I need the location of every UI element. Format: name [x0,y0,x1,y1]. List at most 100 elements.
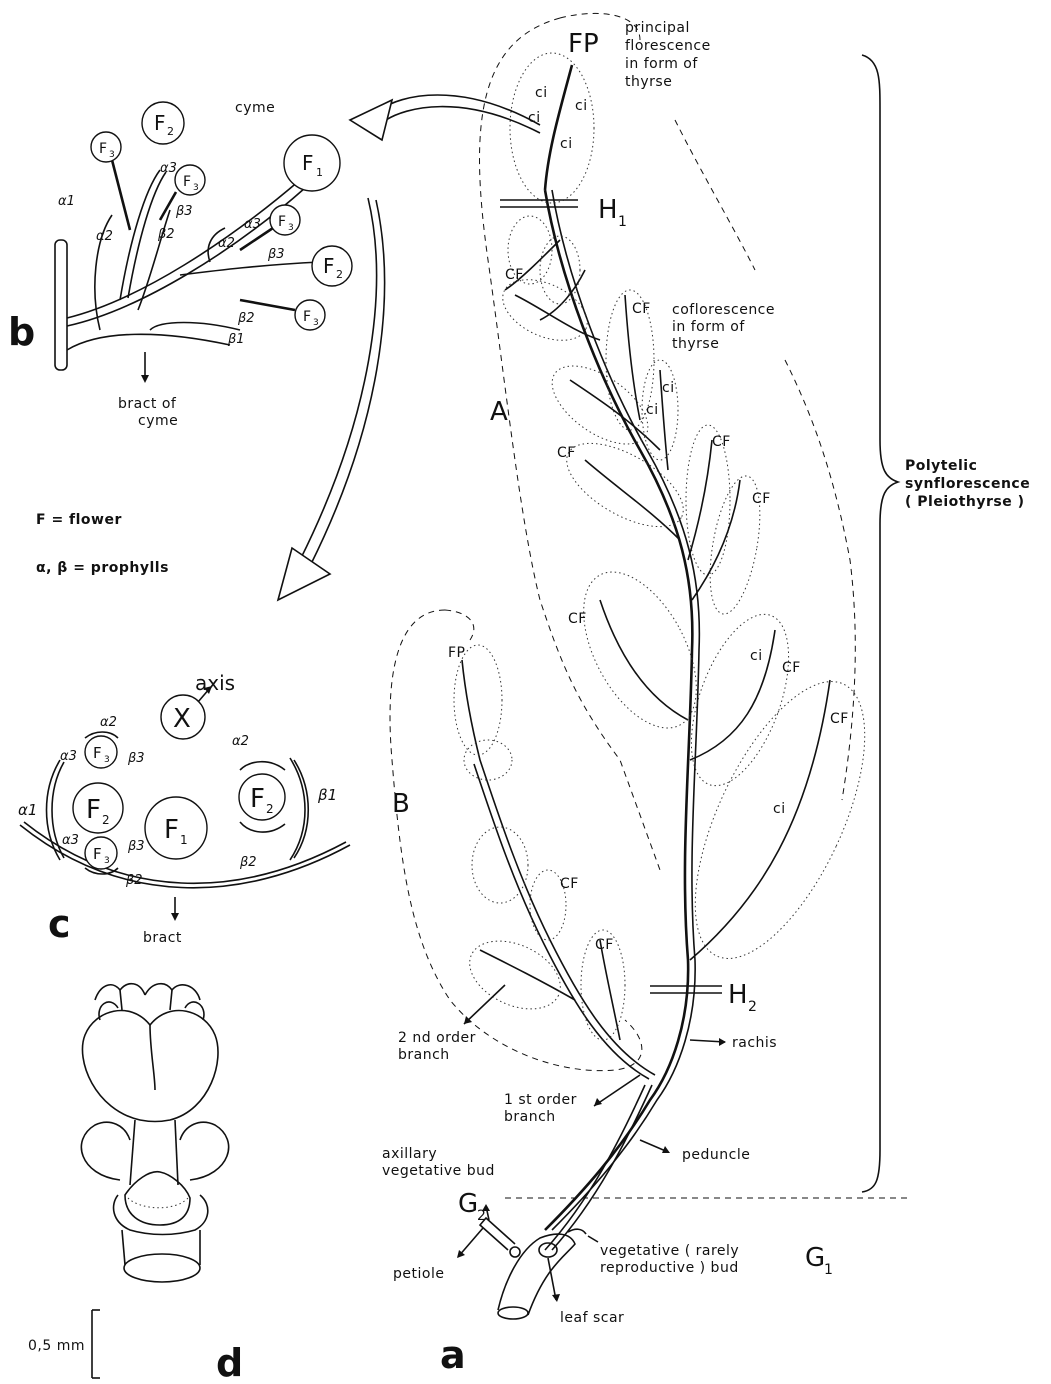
alpha3-label-c-1: α3 [60,749,77,764]
cf-label-1: CF [505,267,524,283]
legend-prophylls: α, β = prophylls [36,560,169,576]
axillary-label-2: vegetative bud [382,1163,495,1179]
principal-label-2: florescence [625,38,711,54]
cyme-label: cyme [235,100,275,116]
g1-subscript: 1 [824,1262,833,1278]
principal-label-1: principal [625,20,690,36]
beta2-label-c-1: β2 [239,855,257,870]
g2-label: G [458,1189,478,1219]
g1-label: G [805,1243,825,1273]
f1-subscript: 1 [316,166,323,179]
panel-b-cyme: F 1 F 2 F 2 F 3 F 3 F 3 F 3 α1 α2 α3 β3 … [8,100,352,429]
polytelic-label-2: synflorescence [905,476,1030,492]
f3-bottom-subscript-c: 3 [104,856,110,866]
cf-label-6: CF [568,611,587,627]
region-b-branches [454,645,655,1079]
axis-label: axis [195,671,235,695]
region-a-label: A [490,397,508,427]
cf-label-3: CF [557,445,576,461]
f3-subscript-1: 3 [109,150,115,160]
ci-label-7: ci [750,648,763,664]
beta1-label-c: β1 [317,786,337,804]
f2-right-subscript-c: 2 [266,802,274,816]
principal-label-4: thyrse [625,74,672,90]
cf-label-9: CF [560,876,579,892]
coflorescence-label-3: thyrse [672,336,719,352]
beta3-label-2: β3 [267,247,285,262]
bract-label: bract [143,930,182,946]
coflorescence-label-1: coflorescence [672,302,775,318]
f2-right-subscript: 2 [336,268,343,281]
region-b-outline-top [445,610,474,640]
panel-c-letter: c [48,902,71,946]
f3-label-4: F [303,309,311,325]
legend: F = flower α, β = prophylls [36,512,169,576]
peduncle-label: peduncle [682,1147,750,1163]
panel-d-flower: 0,5 mm d [28,984,243,1380]
axis-x-label: X [173,704,191,734]
h2-subscript: 2 [748,999,757,1015]
rachis-label: rachis [732,1035,777,1051]
ci-label-4: ci [560,136,573,152]
fp-b-label: FP [448,645,466,661]
f2-left-label: F [86,795,101,825]
f2-right-label-c: F [250,784,265,814]
ci-label-5: ci [662,380,675,396]
alpha2-label-c-1: α2 [100,715,117,730]
alpha3-label-1: α3 [160,161,177,176]
panel-b-letter: b [8,310,35,354]
scale-label: 0,5 mm [28,1338,85,1354]
fp-label: FP [568,29,599,59]
coflorescence-label-2: in form of [672,319,745,335]
cf-label-2: CF [632,301,651,317]
f1-subscript-c: 1 [180,833,188,847]
second-order-label-2: branch [398,1047,450,1063]
cf-label-10: CF [595,937,614,953]
beta2-label-2: β2 [237,311,255,326]
beta2-label-c-2: β2 [125,873,143,888]
f3-label-2: F [183,174,191,190]
bract-of-cyme-label-1: bract of [118,396,177,412]
legend-flower: F = flower [36,512,122,528]
beta1-label: β1 [227,332,245,347]
panel-a-letter: a [440,1333,466,1377]
region-b-label: B [392,789,410,819]
ci-label-1: ci [535,85,548,101]
bract-of-cyme [67,334,230,350]
polytelic-brace [862,55,898,1192]
ci-label-3: ci [575,98,588,114]
f3-bottom-label-c: F [93,845,102,863]
vegetative-shoot [480,1218,586,1319]
petiole-label: petiole [393,1266,444,1282]
alpha2-label-c-2: α2 [232,734,249,749]
alpha2-label-2: α2 [218,236,235,251]
panel-a-synflorescence: FP principal florescence in form of thyr… [382,13,1030,1377]
cf-label-4: CF [712,434,731,450]
vegetative-label-2: reproductive ) bud [600,1260,739,1276]
f2-top-label: F [154,111,166,135]
axillary-label-1: axillary [382,1146,437,1162]
beta3-label-c-2: β3 [127,839,145,854]
cf-label-5: CF [752,491,771,507]
alpha1-label-c: α1 [18,801,37,819]
ci-label-8: ci [773,801,786,817]
f3-subscript-3: 3 [288,223,294,233]
beta2-label-1: β2 [157,227,175,242]
rachis [545,190,692,1230]
f3-subscript-2: 3 [193,183,199,193]
alpha1-label: α1 [58,194,75,209]
first-order-label-2: branch [504,1109,556,1125]
principal-label-3: in form of [625,56,698,72]
second-order-label-1: 2 nd order [398,1030,476,1046]
f2-left-subscript: 2 [102,813,110,827]
polytelic-label-1: Polytelic [905,458,977,474]
cf-label-8: CF [830,711,849,727]
h2-label: H [728,980,748,1010]
cyme-branch-f2 [120,170,160,300]
first-order-label-1: 1 st order [504,1092,577,1108]
f1-label-c: F [164,815,179,845]
f3-top-subscript-c: 3 [104,755,110,765]
alpha3-label-c-2: α3 [62,833,79,848]
region-b-outline [390,610,642,1071]
g2-subscript: 2 [477,1208,486,1224]
